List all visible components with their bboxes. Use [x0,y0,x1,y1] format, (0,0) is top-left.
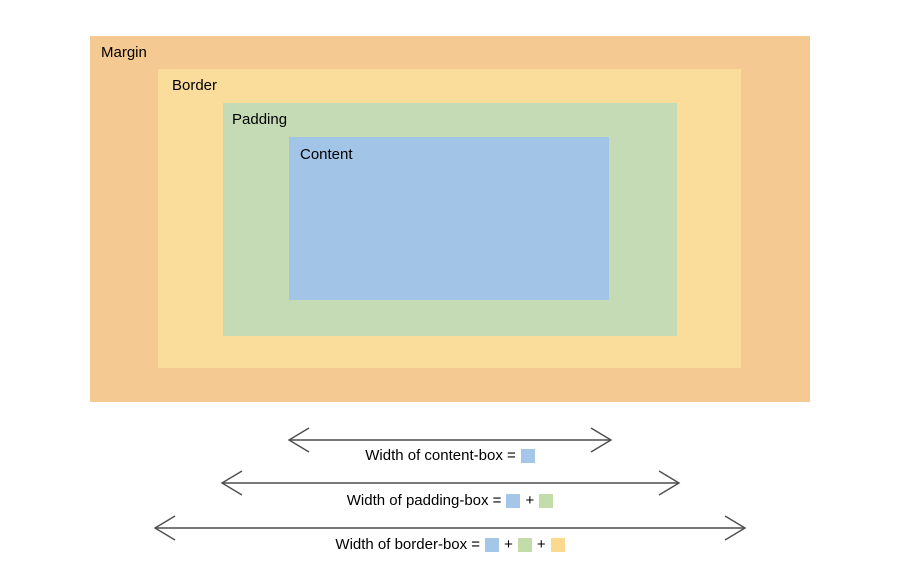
margin-label: Margin [101,44,147,61]
border-label: Border [172,77,218,94]
padding-color-swatch [517,537,532,552]
padding-color-swatch [539,493,554,508]
content-box-width-text: Width of content-box = [365,447,516,464]
content-color-swatch [485,537,500,552]
border-color-swatch [550,537,565,552]
border-box-width-text: Width of border-box = [335,536,481,553]
padding-box: Padding Content [223,103,677,336]
border-box: Border Padding Content [158,69,741,368]
content-box-width-label: Width of content-box = [0,447,900,464]
content-color-swatch [506,493,521,508]
padding-box-width-arrow [220,470,681,496]
content-box-width-arrow [287,427,613,453]
border-box-width-label: Width of border-box = + + [0,536,900,553]
plus-sign: + [504,536,513,553]
padding-box-width-label: Width of padding-box = + [0,492,900,509]
content-label: Content [300,146,353,163]
plus-sign: + [536,536,546,553]
plus-sign: + [525,492,535,509]
padding-label: Padding [232,111,288,128]
content-color-swatch [520,448,535,463]
padding-box-width-text: Width of padding-box = [346,492,502,509]
content-box: Content [289,137,609,300]
margin-box: Margin Border Padding Content [90,36,810,402]
border-box-width-arrow [153,515,747,541]
